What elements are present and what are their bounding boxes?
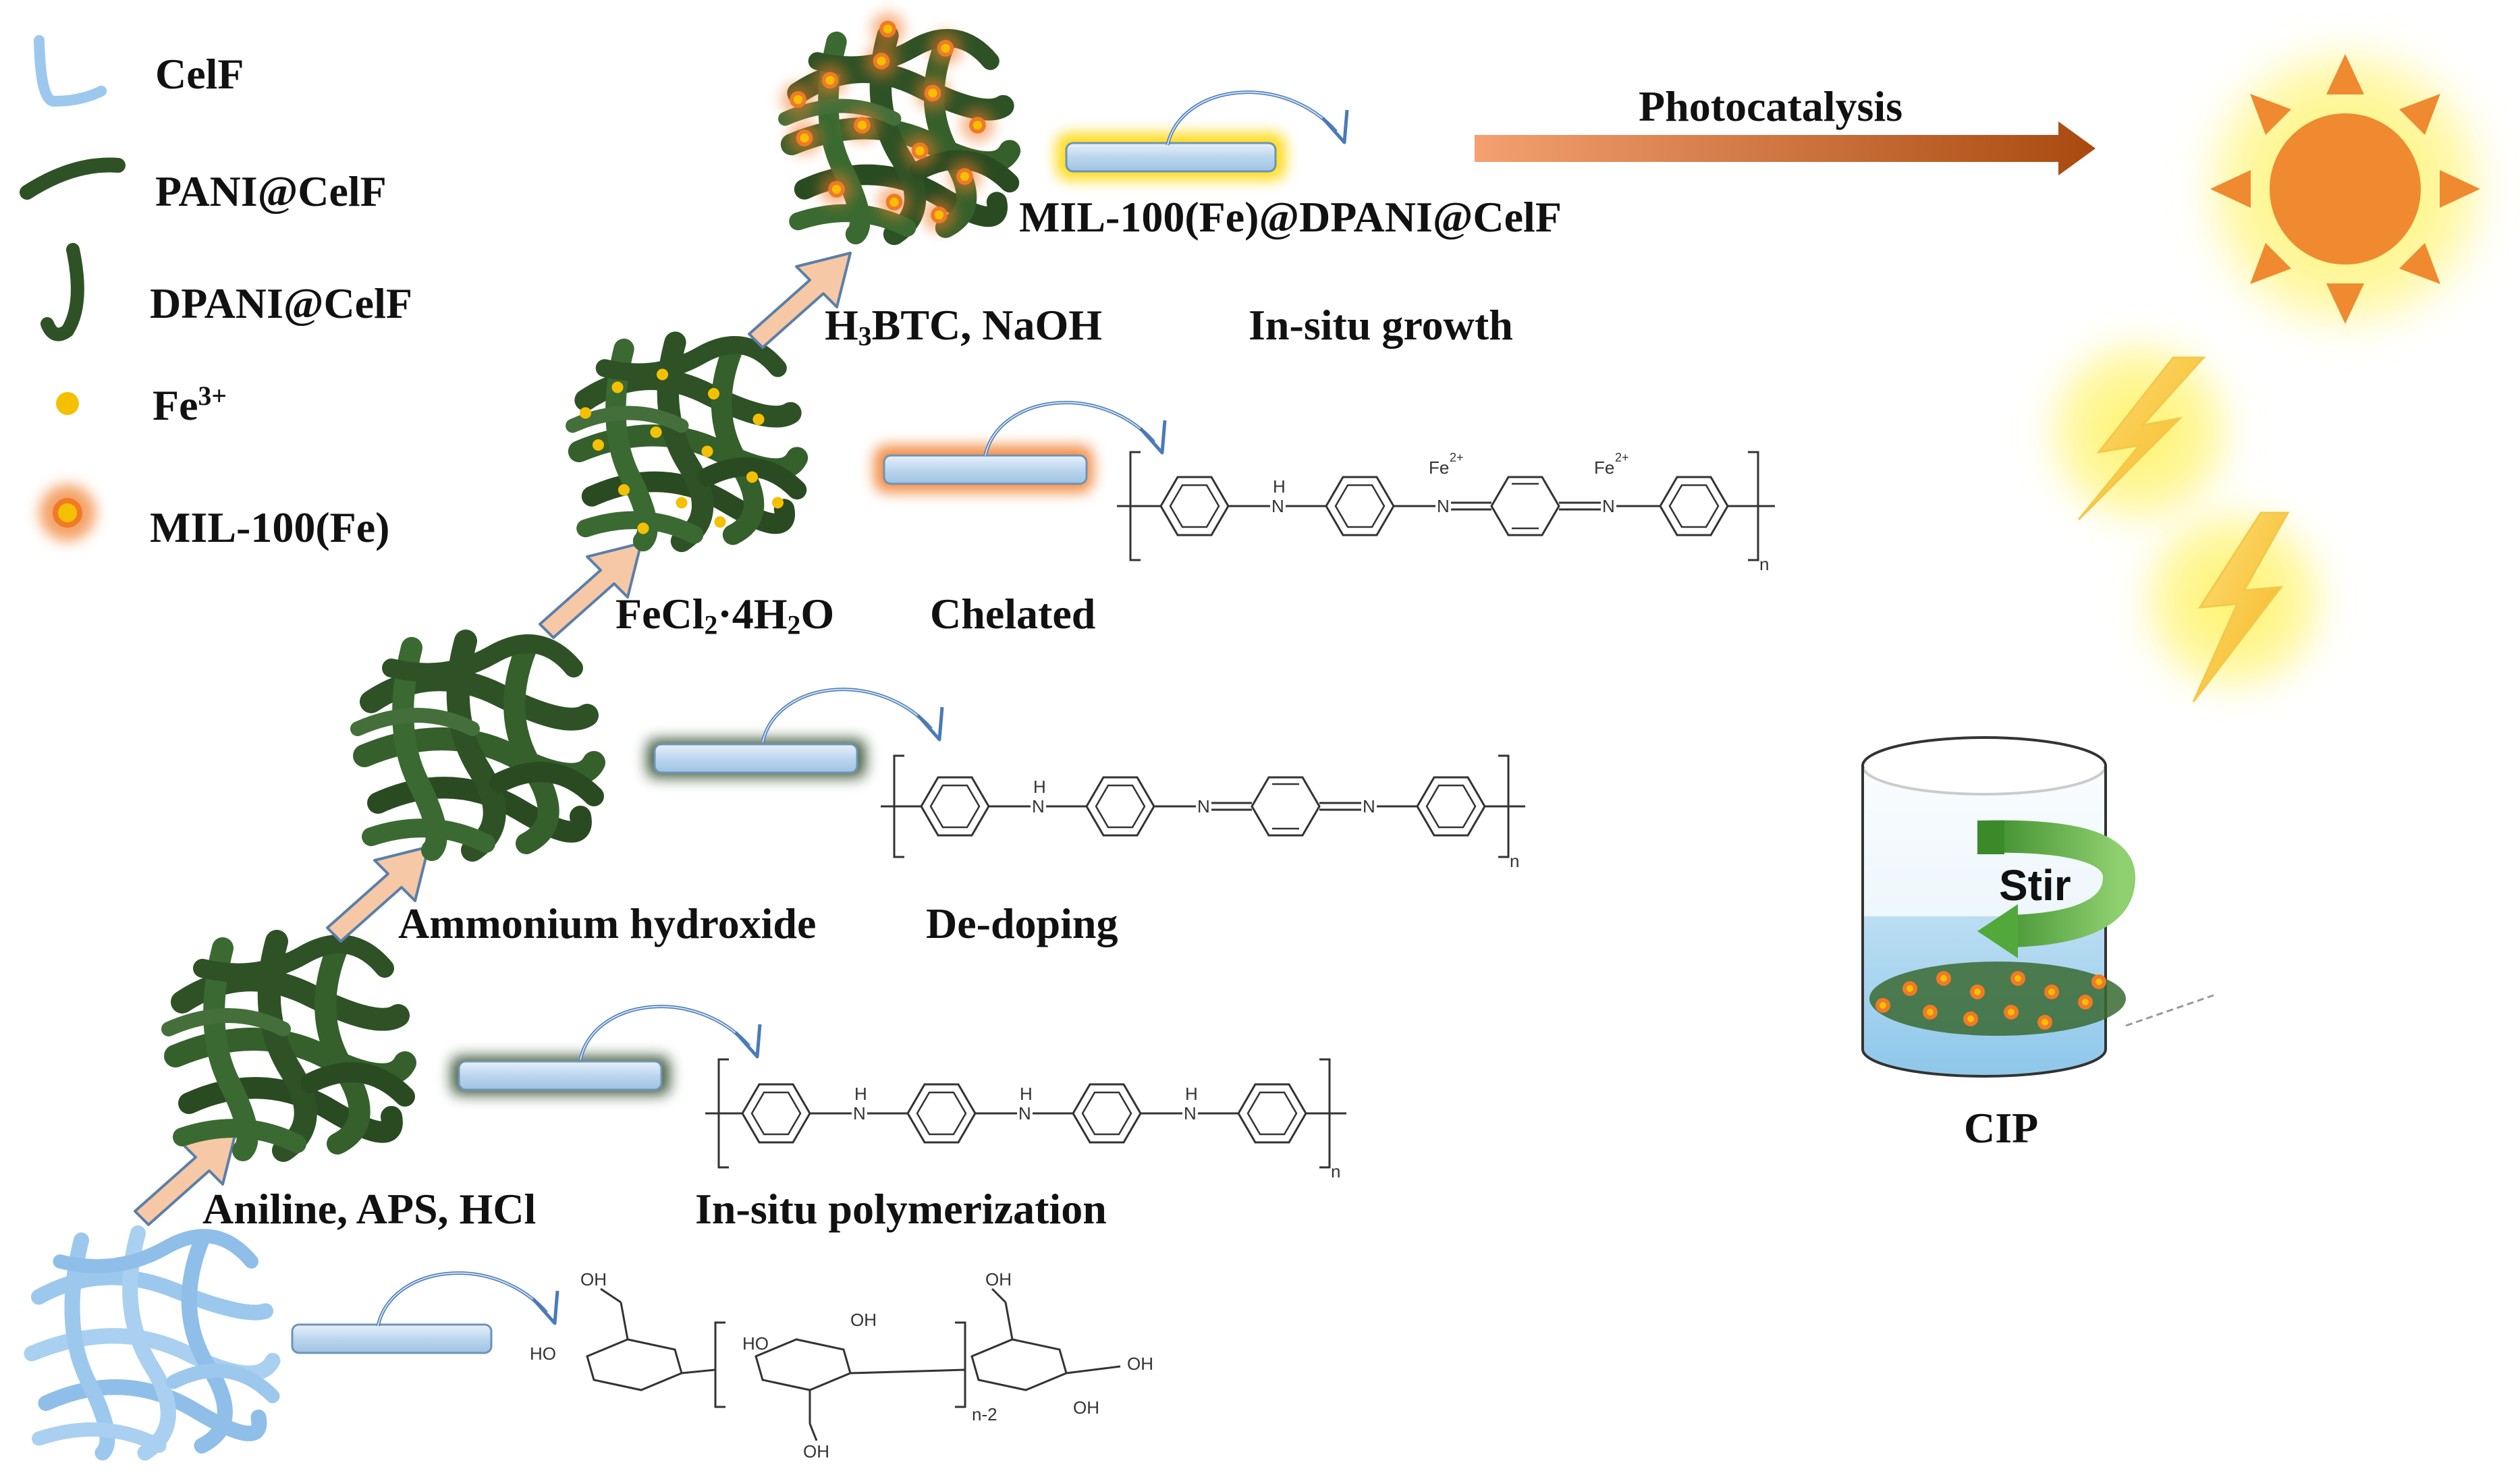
nh-n: N: [1032, 796, 1045, 816]
fe-dots: [579, 368, 784, 534]
repeat-subscript: n-2: [972, 1404, 997, 1424]
photocatalysis-label: Photocatalysis: [1639, 82, 1903, 130]
pani-fiber-icon: [20, 157, 126, 200]
step1-reagent: Aniline, APS, HCl: [202, 1185, 537, 1233]
legend-label-celf: CelF: [155, 50, 244, 98]
step1-process: In-situ polymerization: [695, 1185, 1107, 1233]
repeat-subscript: n: [1331, 1161, 1340, 1182]
catalyst-pile: [1869, 962, 2214, 1036]
step3-reagent: FeCl2·4H2O: [615, 592, 834, 639]
celf-mesh: [32, 1233, 273, 1453]
nh-n: N: [1184, 1103, 1197, 1123]
reagent-sub: 2: [704, 610, 718, 640]
repeat-subscript: n: [1759, 554, 1769, 574]
nh-h: H: [1185, 1084, 1198, 1104]
ho-label: HO: [530, 1343, 556, 1364]
ho-label: HO: [742, 1333, 769, 1354]
fe-dot-icon: [56, 392, 79, 415]
imine-n: N: [1363, 796, 1375, 816]
reagent-sub: 2: [787, 610, 801, 640]
pani-structure: N H N H N H n: [705, 1058, 1346, 1182]
step4-process: In-situ growth: [1249, 301, 1513, 349]
curve-arrow-1: [580, 1007, 760, 1059]
curve-arrow-0: [378, 1273, 557, 1326]
oh-label: OH: [985, 1269, 1012, 1289]
legend: [20, 35, 126, 541]
reagent-part: O: [800, 590, 835, 638]
nh-h: H: [1020, 1084, 1033, 1104]
oh-label: OH: [1073, 1397, 1099, 1418]
product-label: MIL-100(Fe)@DPANI@CelF: [1019, 193, 1562, 241]
nh-n: N: [1271, 496, 1284, 516]
fe-main: Fe: [153, 381, 198, 429]
fe-charge: 2+: [1615, 451, 1629, 464]
step2-reagent: Ammonium hydroxide: [398, 899, 817, 947]
imine-n: N: [1197, 796, 1210, 816]
pani-mesh: [169, 941, 405, 1150]
pollutant-label: CIP: [1964, 1104, 2039, 1152]
mil-dot-icon: [39, 484, 96, 541]
oh-label: OH: [580, 1269, 607, 1289]
fe-sup: 3+: [198, 381, 227, 411]
fe-chelated-mesh: [573, 343, 798, 542]
dpani-mesh: [358, 641, 594, 850]
reagent-part: BTC, NaOH: [871, 301, 1102, 349]
fe-rod: [874, 445, 1093, 493]
reagent-part: ·4H: [717, 590, 788, 638]
fe-coord-label: Fe: [1429, 457, 1449, 478]
mil-dots: [781, 12, 995, 232]
mil-mesh: [782, 12, 1010, 234]
oh-label: OH: [803, 1441, 829, 1462]
nh-n: N: [853, 1103, 866, 1123]
dpani-rod: [647, 739, 866, 778]
reagent-part: FeCl: [615, 590, 705, 638]
step3-process: Chelated: [930, 590, 1096, 638]
oh-label: OH: [1127, 1354, 1153, 1374]
dpani-structure: N H N N n: [881, 754, 1525, 871]
celf-fiber-icon: [34, 35, 107, 107]
legend-label-dpani: DPANI@CelF: [150, 279, 412, 327]
step4-reagent: H3BTC, NaOH: [825, 304, 1102, 350]
beaker-icon: [1861, 736, 2214, 1078]
photocatalysis-arrow: [1475, 121, 2096, 175]
nh-n: N: [1018, 1103, 1031, 1123]
fe-charge: 2+: [1450, 451, 1464, 464]
stir-arrow-icon: [1977, 820, 2136, 958]
pani-rod: [451, 1056, 670, 1095]
reagent-sub: 3: [858, 321, 872, 352]
legend-label-fe: Fe3+: [153, 383, 227, 427]
legend-label-mil: MIL-100(Fe): [150, 503, 390, 551]
reagent-part: H: [825, 301, 858, 349]
sun-icon: [2190, 34, 2500, 344]
mil-rod: [1056, 133, 1286, 180]
fe-coord-label: Fe: [1594, 457, 1614, 478]
dpani-fiber-icon: [40, 243, 84, 341]
stir-label: Stir: [1999, 861, 2071, 910]
cellulose-structure: [586, 1287, 1121, 1441]
nh-h: H: [1033, 777, 1046, 797]
repeat-subscript: n: [1510, 851, 1519, 871]
lightning-icon: [2038, 331, 2335, 702]
step2-process: De-doping: [926, 899, 1118, 947]
imine-n: N: [1437, 496, 1450, 516]
nh-h: H: [1273, 476, 1286, 497]
curve-arrow-2: [763, 690, 942, 742]
celf-rod: [291, 1323, 493, 1354]
oh-label: OH: [850, 1310, 877, 1330]
fe-pani-structure: N H N N Fe 2+ Fe 2+ n: [1117, 451, 1775, 574]
nh-h: H: [854, 1084, 867, 1104]
legend-label-pani: PANI@CelF: [155, 167, 387, 215]
cellulose-labels: OH HO HO OH OH OH OH OH n-2: [530, 1269, 1153, 1462]
imine-n: N: [1602, 496, 1615, 516]
